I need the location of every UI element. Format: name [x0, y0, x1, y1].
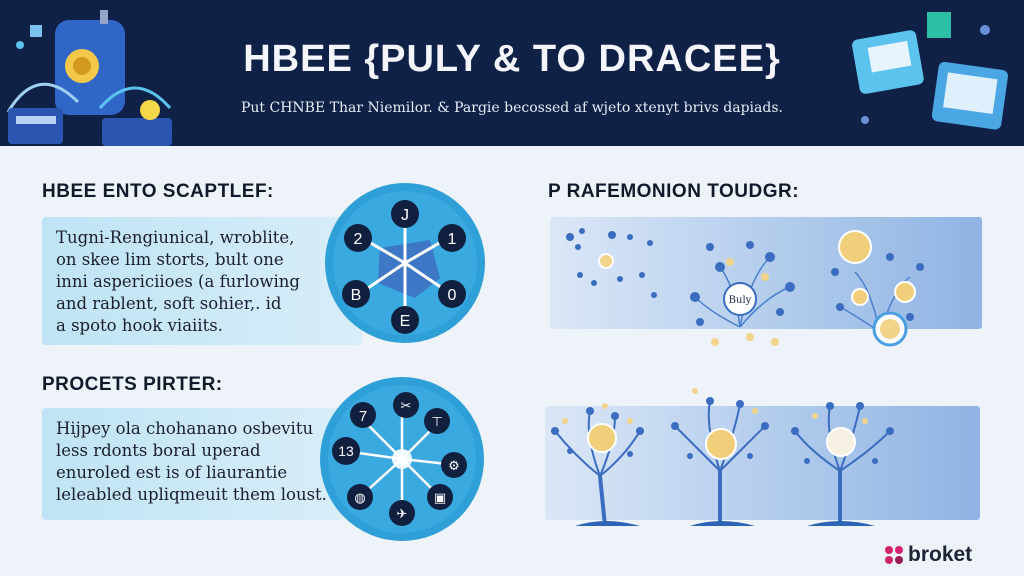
page-subtitle: Put CHNBE Thar Niemilor. & Pargie becoss…	[241, 100, 783, 116]
svg-text:0: 0	[448, 287, 457, 304]
gear-clock-illustration	[6, 10, 172, 146]
scissors-icon: ✂	[393, 392, 419, 418]
dial-node: B	[342, 280, 370, 308]
dial-node: 7	[350, 402, 376, 428]
description-line: a spoto hook viaiits.	[56, 316, 223, 335]
description-line: inni aspericiioes (a furlowing	[56, 272, 300, 291]
network-panel-top	[550, 217, 982, 329]
dial-diagram-2: 7 ✂ ⊤ 13 ⚙ ◍ ✈ ▣	[320, 377, 484, 541]
dial-node: 2	[344, 224, 372, 252]
node-label: Buly	[729, 295, 752, 306]
tree-growth-illustration	[551, 388, 894, 527]
section-title-3: P RAFEMONION TOUDGR:	[548, 181, 800, 202]
svg-text:J: J	[401, 207, 409, 224]
header-banner: HBEE {PULY & TO DRACEE} Put CHNBE Thar N…	[0, 0, 1024, 146]
description-line: less rdonts boral uperad	[56, 441, 261, 460]
brand-logo-icon	[885, 546, 903, 564]
svg-text:✈: ✈	[397, 507, 408, 522]
document-stack-illustration	[852, 12, 1009, 130]
svg-text:◍: ◍	[354, 491, 365, 506]
description-box-1: Tugni-Rengiunical, wroblite, on skee lim…	[42, 217, 362, 345]
section-title-1: HBEE ENTO SCAPTLEF:	[42, 181, 274, 202]
section-title-2: PROCETS PIRTER:	[42, 374, 223, 395]
svg-text:1: 1	[448, 231, 457, 248]
dial-node: 13	[332, 437, 360, 465]
svg-text:2: 2	[354, 231, 363, 248]
description-line: Tugni-Rengiunical, wroblite,	[56, 228, 295, 247]
page-title: HBEE {PULY & TO DRACEE}	[243, 38, 781, 80]
brand-logo: broket	[908, 543, 973, 566]
svg-text:B: B	[351, 287, 362, 304]
svg-text:⊤: ⊤	[431, 415, 442, 430]
dial-node: E	[391, 306, 419, 334]
svg-text:E: E	[400, 313, 411, 330]
description-line: and rablent, soft sohier,. id	[56, 294, 282, 313]
svg-text:▣: ▣	[434, 491, 446, 506]
bird-icon: ✈	[389, 500, 415, 526]
description-line: leleabled upliqmeuit them loust.	[56, 485, 327, 504]
svg-text:7: 7	[359, 408, 367, 425]
dial-diagram-1: J 2 1 B 0 E	[325, 183, 485, 343]
description-line: enuroled est is of liaurantie	[56, 463, 288, 482]
svg-text:⚙: ⚙	[448, 459, 460, 474]
dial-node: 1	[438, 224, 466, 252]
network-growth-illustration: Buly	[566, 228, 924, 347]
description-box-2: Hijpey ola chohanano osbevitu less rdont…	[42, 408, 342, 520]
pin-icon: ⊤	[424, 408, 450, 434]
settings-icon: ⚙	[441, 452, 467, 478]
description-line: on skee lim storts, bult one	[56, 250, 284, 269]
globe-icon: ◍	[347, 484, 373, 510]
dial-node: 0	[438, 280, 466, 308]
svg-text:✂: ✂	[401, 399, 412, 414]
image-icon: ▣	[427, 484, 453, 510]
svg-text:13: 13	[338, 443, 354, 459]
dial-node: J	[391, 200, 419, 228]
description-line: Hijpey ola chohanano osbevitu	[56, 419, 314, 438]
